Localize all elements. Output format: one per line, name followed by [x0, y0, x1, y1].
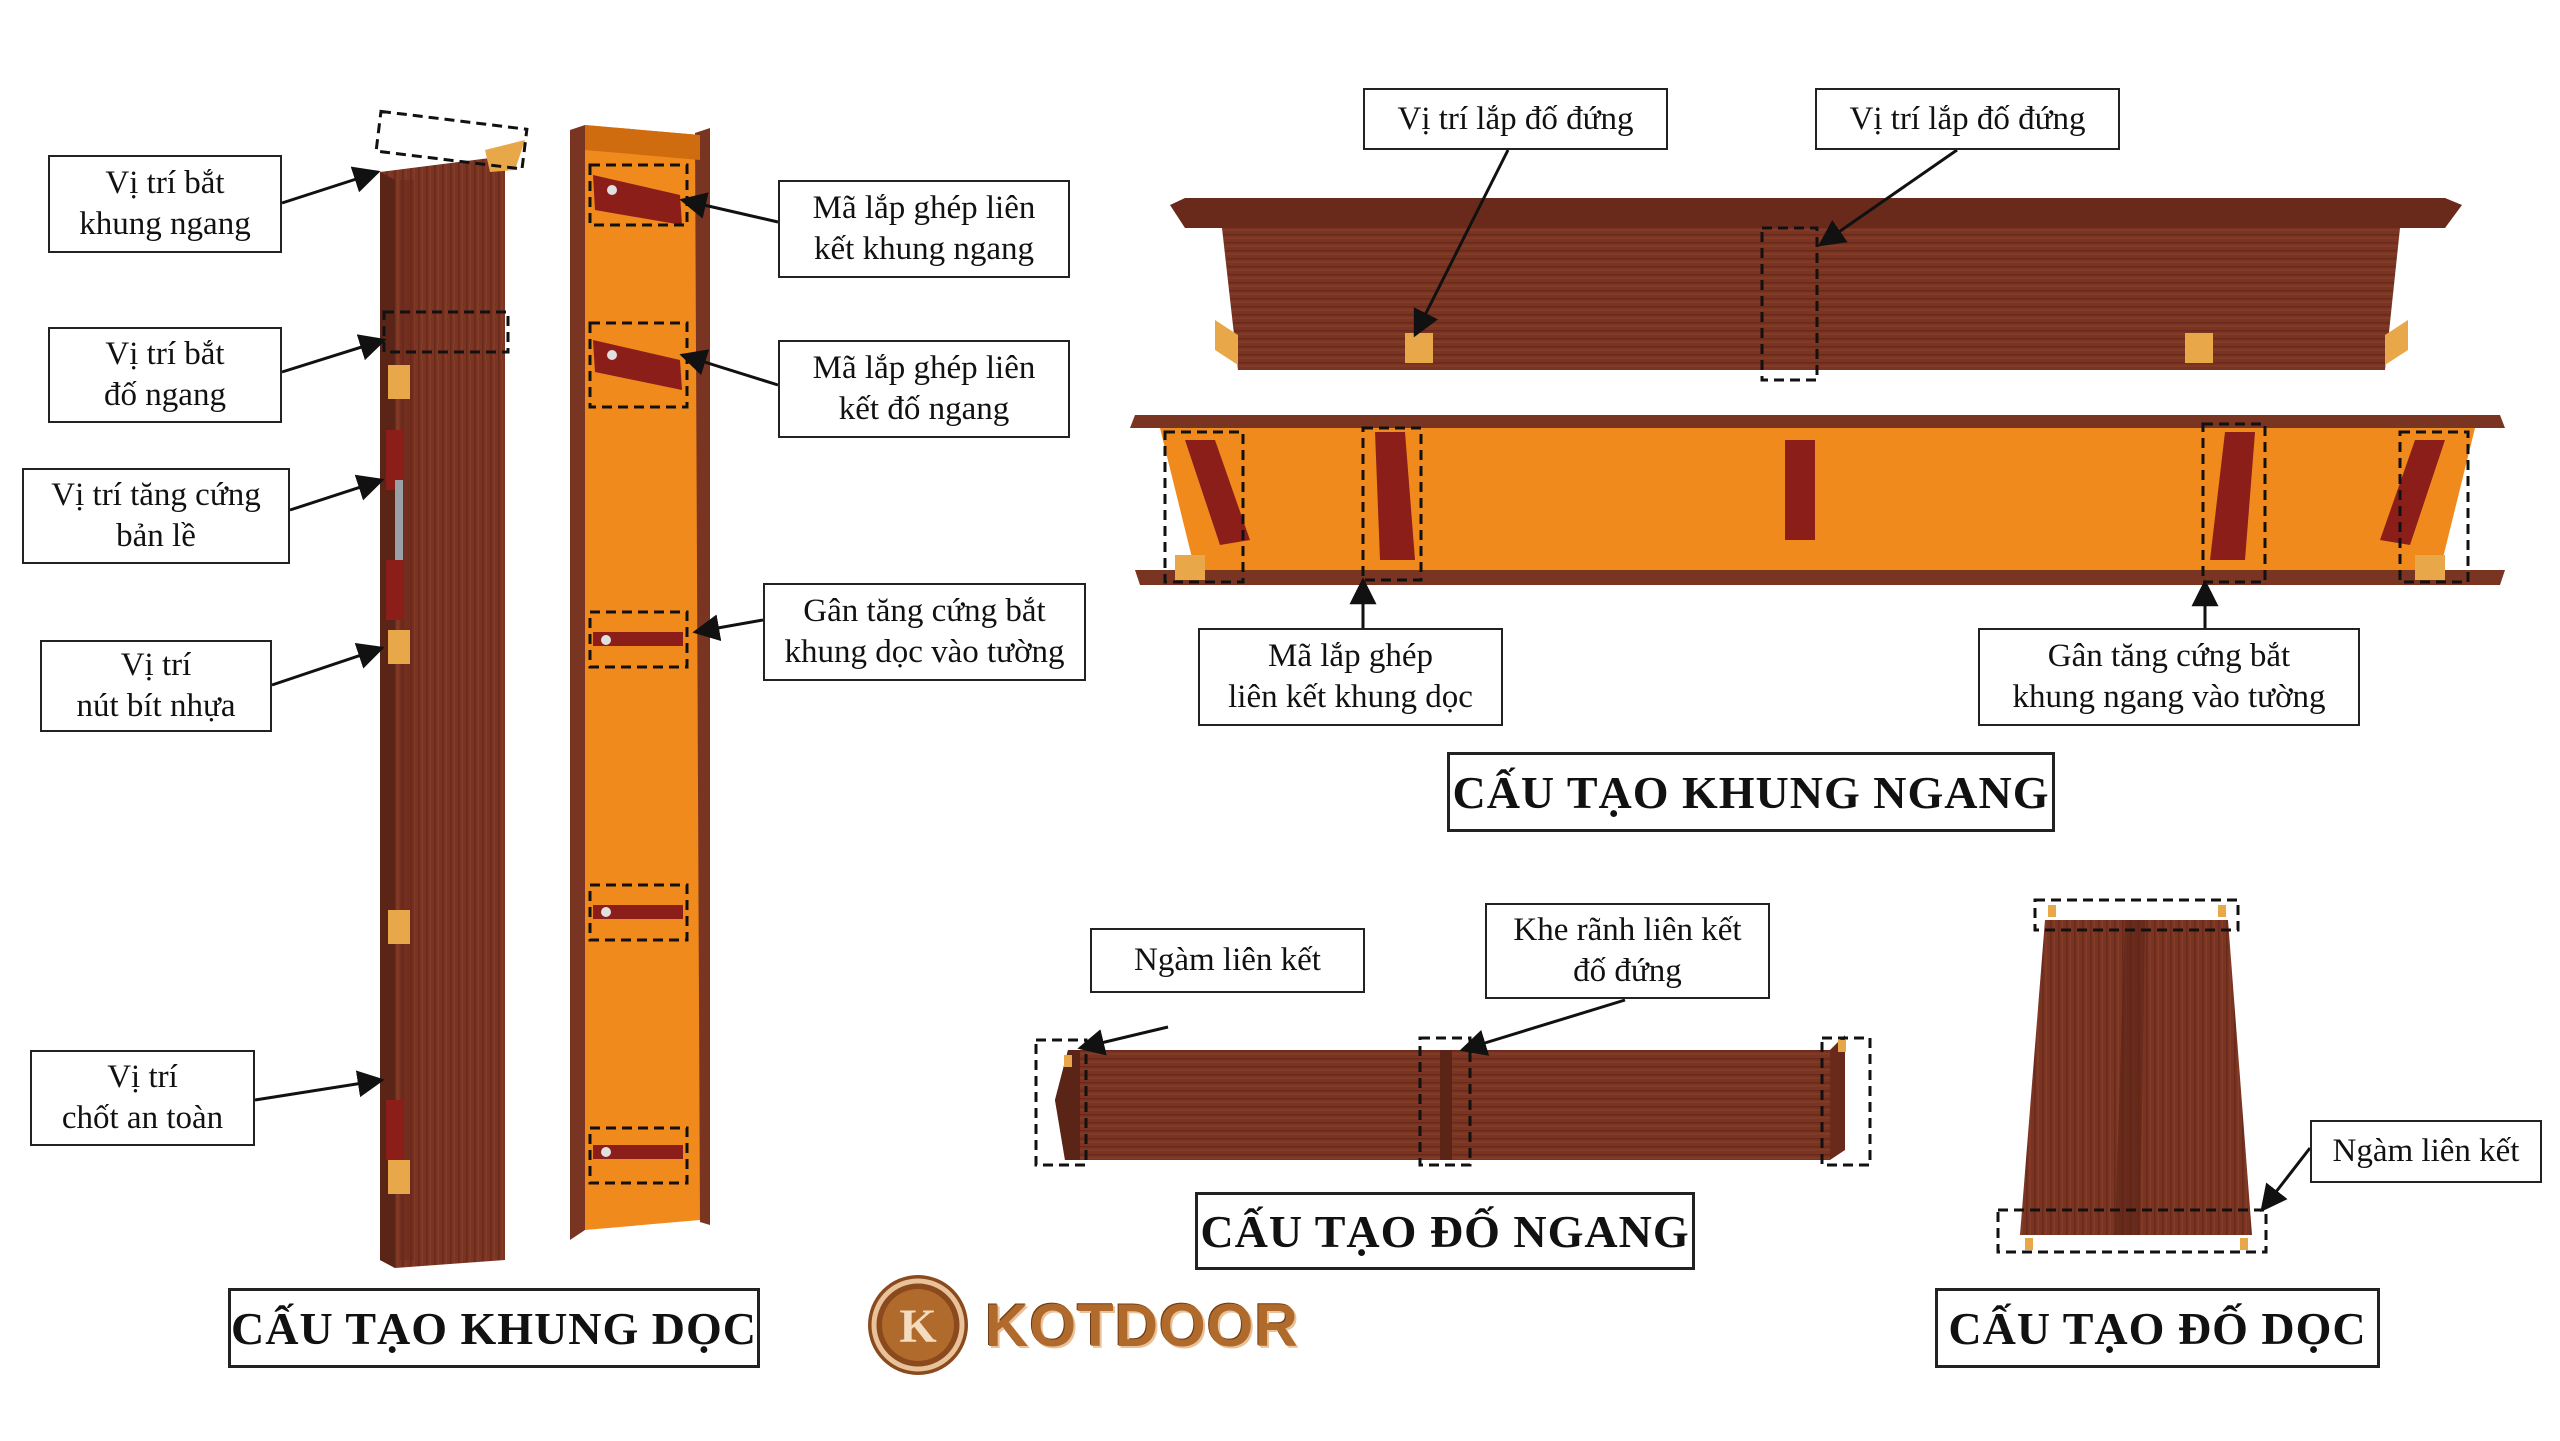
label-vi-tri-lap-do-dung-1: Vị trí lắp đố đứng [1363, 88, 1668, 150]
dashed-box-do-doc-top [2033, 898, 2240, 932]
title-do-doc: CẤU TẠO ĐỐ DỌC [1935, 1288, 2380, 1368]
kotdoor-logo-icon: K [868, 1275, 968, 1375]
label-khe-ranh-lien-ket: Khe rãnh liên kết đố đứng [1485, 903, 1770, 999]
khung-ngang-exterior [1170, 198, 2462, 370]
khung-doc-interior [570, 125, 710, 1240]
dashed-box-ma-khung-ngang [588, 163, 689, 227]
dashed-box-5 [588, 1126, 689, 1185]
label-vi-tri-tang-cung-ban-le: Vị trí tăng cứng bản lề [22, 468, 290, 564]
dashed-box-ma-khung-doc-left [1163, 430, 1245, 584]
title-khung-doc: CẤU TẠO KHUNG DỌC [228, 1288, 760, 1368]
label-vi-tri-nut-bit-nhua: Vị trí nút bít nhựa [40, 640, 272, 732]
title-khung-ngang: CẤU TẠO KHUNG NGANG [1447, 752, 2055, 832]
brand-logo: K KOTDOOR [865, 1270, 1299, 1380]
label-ngam-lien-ket-1: Ngàm liên kết [1090, 928, 1365, 993]
dashed-box-gan-khung-ngang [2201, 422, 2267, 584]
dashed-box-do-dung-center [1760, 226, 1819, 382]
label-vi-tri-bat-do-ngang: Vị trí bắt đố ngang [48, 327, 282, 423]
dashed-box-right [2398, 430, 2470, 584]
logo-letter: K [899, 1300, 936, 1353]
dashed-box-khung-ngang-pos [374, 109, 529, 171]
dashed-box-ngam-left [1034, 1038, 1088, 1167]
do-doc-post [2020, 905, 2252, 1250]
khung-ngang-interior [1130, 415, 2505, 585]
label-gan-tang-cung-khung-doc: Gân tăng cứng bắt khung dọc vào tường [763, 583, 1086, 681]
dashed-box-ma-do-ngang [588, 321, 689, 409]
dashed-box-gan-khung-doc [588, 610, 689, 669]
dashed-box-ma-khung-doc-2 [1361, 426, 1423, 582]
label-ma-lap-ghep-khung-ngang: Mã lắp ghép liên kết khung ngang [778, 180, 1070, 278]
title-do-ngang: CẤU TẠO ĐỐ NGANG [1195, 1192, 1695, 1270]
khung-doc-exterior [380, 140, 525, 1268]
dashed-box-khe-ranh [1418, 1036, 1472, 1167]
do-ngang-beam [1055, 1035, 1846, 1160]
label-ma-lap-ghep-khung-doc: Mã lắp ghép liên kết khung dọc [1198, 628, 1503, 726]
label-ngam-lien-ket-2: Ngàm liên kết [2310, 1120, 2542, 1183]
dashed-box-ngam-right [1820, 1036, 1872, 1167]
label-gan-tang-cung-khung-ngang: Gân tăng cứng bắt khung ngang vào tường [1978, 628, 2360, 726]
dashed-box-do-ngang-pos [382, 310, 510, 354]
brand-name: KOTDOOR [985, 1291, 1299, 1359]
label-vi-tri-lap-do-dung-2: Vị trí lắp đố đứng [1815, 88, 2120, 150]
dashed-box-4 [588, 883, 689, 942]
dashed-box-do-doc-bottom [1996, 1208, 2268, 1254]
label-vi-tri-chot-an-toan: Vị trí chốt an toàn [30, 1050, 255, 1146]
label-ma-lap-ghep-do-ngang: Mã lắp ghép liên kết đố ngang [778, 340, 1070, 438]
label-vi-tri-bat-khung-ngang: Vị trí bắt khung ngang [48, 155, 282, 253]
